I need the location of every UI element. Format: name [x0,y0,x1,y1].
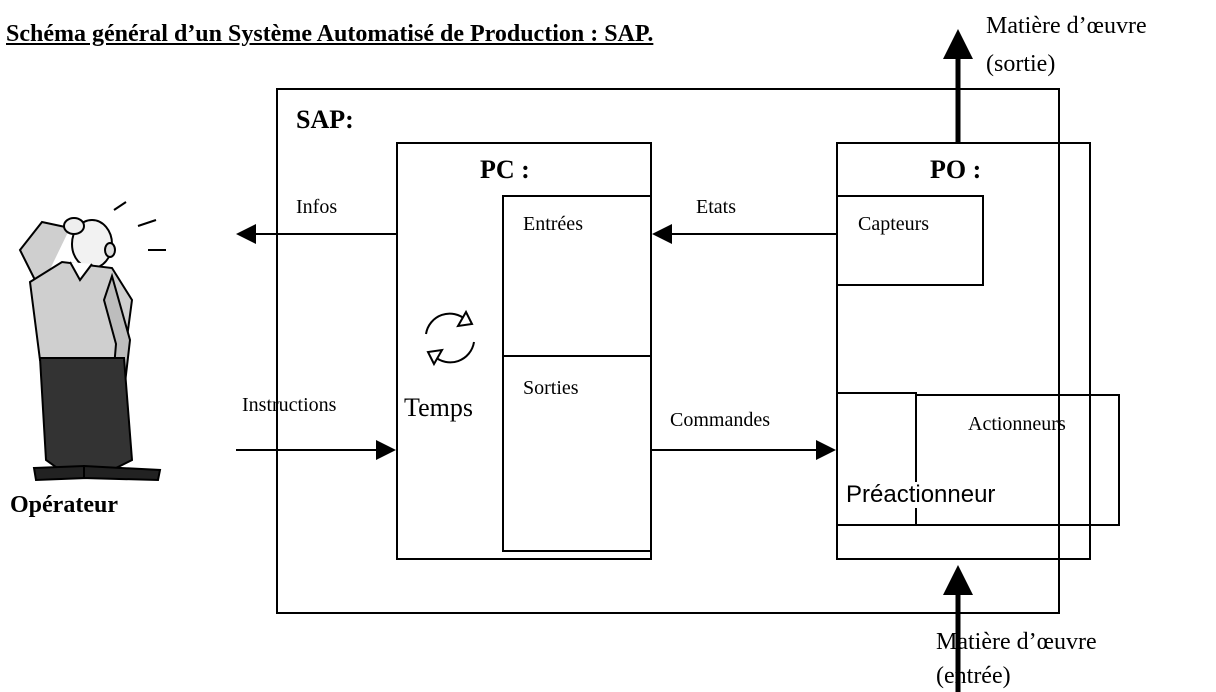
matter-in-label-1: Matière d’œuvre [936,629,1097,655]
pc-sorties-label: Sorties [523,377,579,399]
pc-entrees-label: Entrées [523,213,583,235]
po-capteurs-box [836,195,984,286]
cycle-arrows-icon [425,309,475,367]
matter-out-label-2: (sortie) [986,51,1056,77]
po-actionneurs-label: Actionneurs [968,413,1066,435]
matter-out-label-1: Matière d’œuvre [986,13,1147,39]
page-title: Schéma général d’un Système Automatisé d… [6,21,654,47]
matter-in-label-2: (entrée) [936,663,1011,689]
infos-label: Infos [296,196,338,218]
sap-box [276,88,1060,614]
commandes-label: Commandes [670,409,770,431]
po-label: PO : [930,155,982,184]
po-actionneurs-box [915,394,1120,526]
po-capteurs-label: Capteurs [858,213,930,235]
pc-temps-label: Temps [404,393,473,422]
etats-label: Etats [696,196,736,218]
po-preactionneur-label: Préactionneur [844,481,998,508]
pc-sorties-box [502,355,652,552]
confused-operator-icon [18,201,166,482]
sap-label: SAP: [296,105,354,134]
pc-label: PC : [480,155,530,184]
instructions-label: Instructions [242,394,337,416]
operator-label: Opérateur [10,492,118,518]
po-box [836,142,1091,560]
